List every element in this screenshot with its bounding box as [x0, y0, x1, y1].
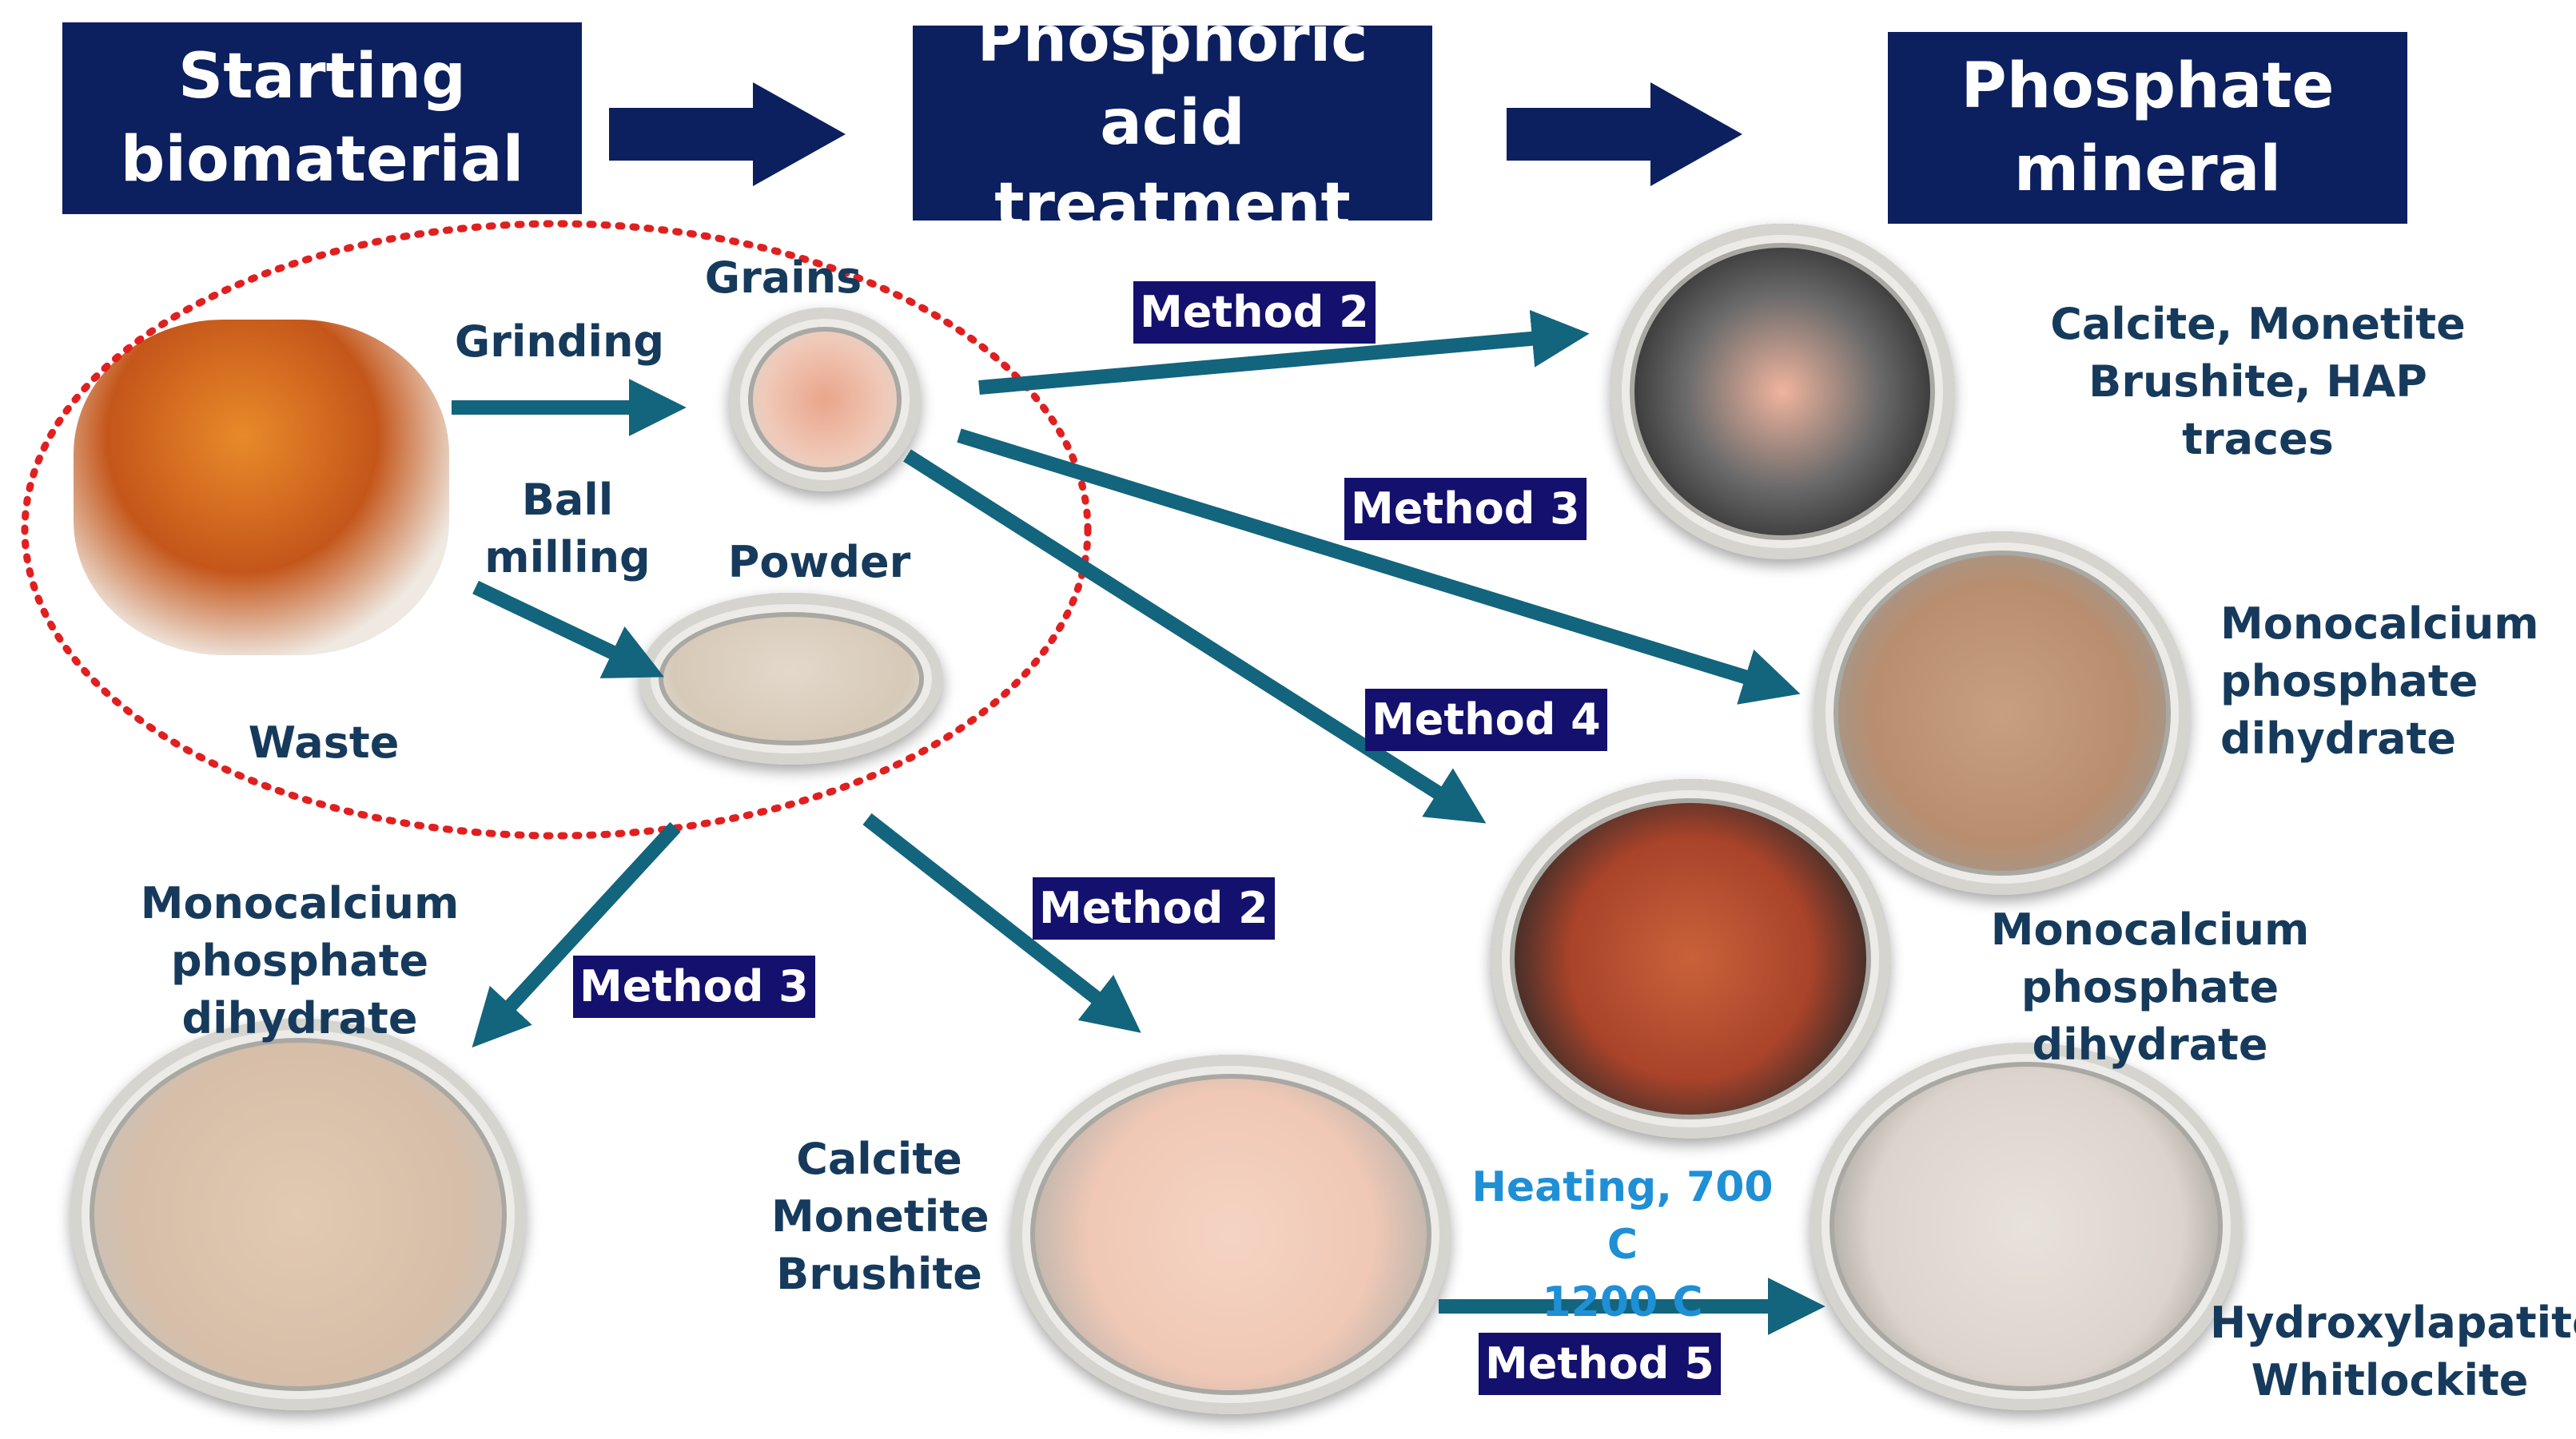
method-tag-grains-2: Method 2	[1133, 281, 1376, 344]
calcite-monetite-brushite-hap-dish-photo	[1610, 224, 1954, 559]
result-monocalcium-grains-m4-label: Monocalcium phosphate dihydrate	[1990, 904, 2310, 1070]
monocalcium-phosphate-dihydrate-grains-m4-dish-photo	[1491, 779, 1890, 1139]
calcite-monetite-brushite-powder-dish-photo	[1011, 1055, 1451, 1414]
result-hydroxylapatite-whitlockite-label: Hydroxylapatite Whitlockite	[2210, 1298, 2576, 1405]
header-phosphate-mineral: Phosphate mineral	[1888, 32, 2407, 224]
method-tag-grains-4: Method 4	[1365, 689, 1607, 751]
crab-waste-photo	[74, 320, 449, 655]
grains-dish-photo	[729, 308, 921, 491]
monocalcium-phosphate-dihydrate-powder-dish-photo	[70, 1019, 526, 1410]
header-arrow-2	[1507, 82, 1742, 186]
monocalcium-phosphate-dihydrate-grains-m3-dish-photo	[1814, 531, 2190, 895]
method-tag-powder-2: Method 2	[1033, 877, 1275, 940]
header-arrow-1	[609, 82, 846, 186]
grinding-label: Grinding	[454, 316, 665, 367]
header-starting-biomaterial: Starting biomaterial	[62, 22, 582, 214]
heating-label: Heating, 700 C 1200 C	[1471, 1163, 1774, 1326]
grains-method3-arrow	[957, 428, 1801, 705]
powder-method2-arrow	[862, 813, 1141, 1033]
powder-method3-arrow	[472, 821, 681, 1048]
result-monocalcium-grains-m3-label: Monocalcium phosphate dihydrate	[2220, 598, 2539, 764]
starting-material-dotted-ellipse	[21, 220, 1092, 840]
result-monocalcium-powder-label: Monocalcium phosphate dihydrate	[140, 878, 460, 1043]
powder-label: Powder	[727, 537, 911, 587]
hydroxylapatite-whitlockite-dish-photo	[1810, 1043, 2242, 1410]
grains-label: Grains	[704, 252, 862, 303]
result-calcite-monetite-brushite-hap-label: Calcite, Monetite Brushite, HAP traces	[2050, 299, 2466, 464]
grains-method4-arrow	[903, 449, 1487, 824]
powder-dish-photo	[639, 593, 943, 765]
waste-label: Waste	[248, 718, 400, 768]
result-calcite-monetite-brushite-powder-label: Calcite Monetite Brushite	[771, 1134, 989, 1299]
ball-milling-label: Ball milling	[484, 475, 651, 582]
grains-method2-arrow	[978, 309, 1590, 395]
header-phosphoric-acid-treatment: Phosphoric acid treatment	[913, 4, 1432, 242]
method-tag-grains-3: Method 3	[1344, 478, 1587, 540]
ball-milling-arrow	[472, 580, 665, 678]
method-tag-powder-3: Method 3	[573, 956, 815, 1018]
method-tag-5: Method 5	[1479, 1333, 1721, 1395]
